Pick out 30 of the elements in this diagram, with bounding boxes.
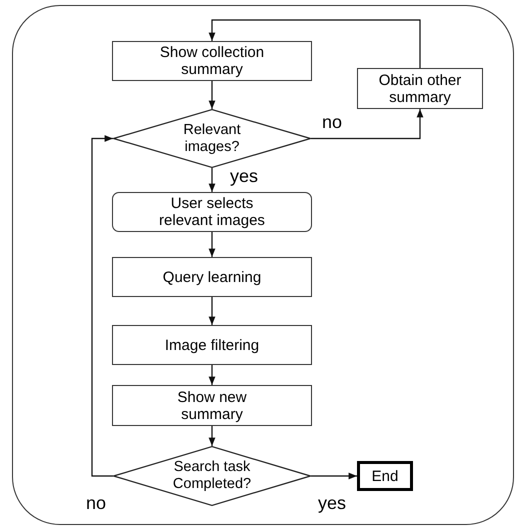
process-box bbox=[357, 68, 483, 109]
arrow bbox=[208, 297, 216, 325]
arrow bbox=[208, 19, 421, 68]
edge-label: no bbox=[86, 493, 106, 513]
step-label: Obtain other summary bbox=[378, 72, 462, 106]
arrow bbox=[208, 232, 216, 257]
step-label: Relevant images? bbox=[182, 122, 242, 156]
arrow bbox=[208, 426, 216, 446]
step-label: User selects relevant images bbox=[158, 195, 266, 229]
process-box bbox=[112, 41, 312, 81]
arrow bbox=[91, 135, 113, 477]
step-label: Query learning bbox=[162, 268, 262, 286]
edge-label: no bbox=[322, 112, 342, 132]
process-box bbox=[112, 385, 312, 426]
step-label: End bbox=[372, 468, 398, 484]
arrow bbox=[311, 472, 357, 480]
arrow bbox=[311, 109, 424, 140]
step-label: Show new summary bbox=[176, 388, 248, 422]
arrow bbox=[208, 81, 216, 109]
step-label: Image filtering bbox=[164, 336, 260, 354]
arrow bbox=[208, 365, 216, 385]
arrow bbox=[208, 168, 216, 192]
edge-label: yes bbox=[318, 493, 346, 513]
process-box bbox=[112, 192, 312, 232]
process-box bbox=[112, 257, 312, 297]
step-label: Show collection summary bbox=[158, 44, 266, 78]
process-box bbox=[112, 325, 312, 365]
edge-label: yes bbox=[230, 166, 258, 186]
step-label: Search task Completed? bbox=[172, 459, 252, 493]
terminal-box bbox=[357, 461, 413, 491]
